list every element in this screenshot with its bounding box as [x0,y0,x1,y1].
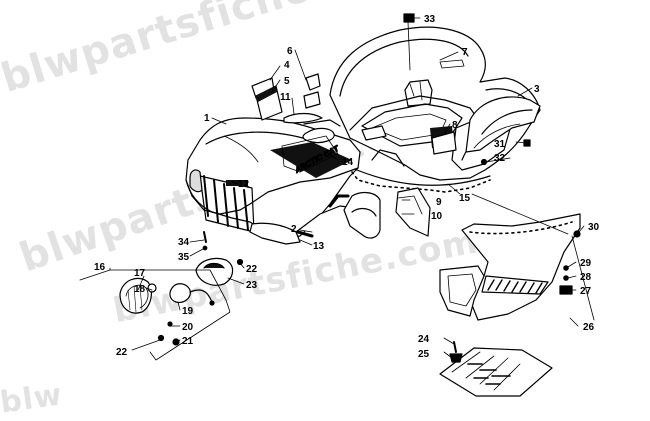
callout-26: 26 [583,322,595,333]
callout-4: 4 [284,60,290,71]
footwell-assembly [439,193,595,321]
callout-16: 16 [94,262,106,273]
headlight-assembly [119,231,244,346]
callout-27: 27 [580,286,592,297]
callout-2: 2 [291,224,297,235]
callout-22b: 22 [116,347,128,358]
callout-8: 8 [452,120,458,131]
callout-14: 14 [342,157,354,168]
callout-22a: 22 [246,264,258,275]
exploded-view-drawing: ARCTIC CAT [79,13,600,397]
callout-5: 5 [284,76,290,87]
callout-23: 23 [246,280,258,291]
callout-3: 3 [534,84,540,95]
callout-25: 25 [418,349,430,360]
callout-29: 29 [580,258,592,269]
callout-7: 7 [462,47,468,58]
callout-12: 12 [238,179,250,190]
parts-diagram: blwpartsfiche.com blwpartsfiche.com blwp… [0,0,600,421]
callout-9: 9 [436,197,442,208]
decal-parts [251,73,457,237]
callout-6: 6 [287,46,293,57]
callout-33: 33 [424,14,436,25]
callout-34: 34 [178,237,190,248]
callout-11: 11 [280,92,291,103]
fastener-parts [403,13,531,166]
callout-19: 19 [182,306,194,317]
front-body-part: ARCTIC CAT [185,117,361,245]
callout-labels: 1 2 3 4 5 6 7 8 9 10 11 12 13 14 15 16 1… [94,14,600,360]
leader-lines [79,17,585,361]
callout-31: 31 [494,139,506,150]
callout-17: 17 [134,268,146,279]
callout-20: 20 [182,322,194,333]
callout-28: 28 [580,272,592,283]
callout-30: 30 [588,222,600,233]
callout-15: 15 [459,193,471,204]
footpeg-plate [439,341,553,397]
callout-35: 35 [178,252,190,263]
callout-18: 18 [134,284,146,295]
callout-24: 24 [418,334,430,345]
callout-32: 32 [494,153,506,164]
callout-21: 21 [182,336,194,347]
callout-13: 13 [313,241,325,252]
callout-10: 10 [431,211,443,222]
callout-1: 1 [204,113,210,124]
fender-parts [343,96,541,239]
